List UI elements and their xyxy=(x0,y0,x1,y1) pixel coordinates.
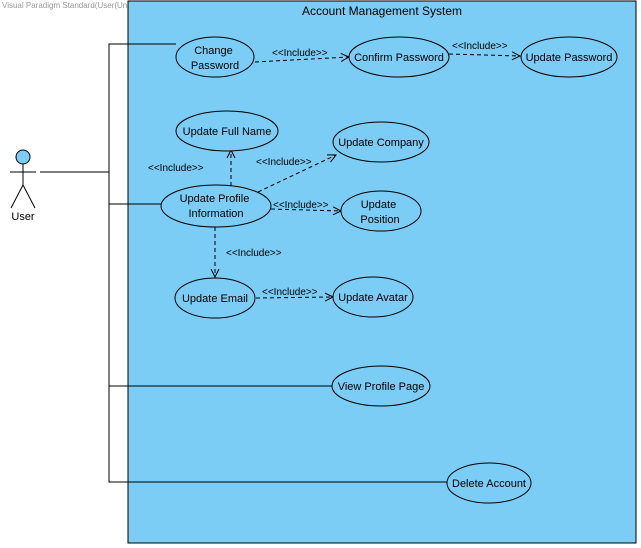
use-case-label-line: Information xyxy=(188,208,243,220)
use-case-update-password[interactable]: Update Password xyxy=(520,36,618,78)
use-case-label: Update Full Name xyxy=(183,126,272,138)
include-label: <<Include>> xyxy=(272,48,328,59)
use-case-label-line: Update Profile xyxy=(180,193,250,205)
include-labels: <<Include>> <<Include>> <<Include>> <<In… xyxy=(148,41,508,298)
use-case-shape xyxy=(174,277,256,319)
use-case-shape xyxy=(160,184,272,228)
include-edge-profile-company xyxy=(257,155,336,193)
system-boundary[interactable] xyxy=(127,0,637,544)
use-case-label: Update Avatar xyxy=(338,292,408,304)
include-label: <<Include>> xyxy=(452,41,508,52)
use-case-label: Update Email xyxy=(182,293,248,305)
watermark: Visual Paradigm Standard(User(University… xyxy=(2,1,197,10)
use-case-shape xyxy=(175,36,255,78)
actor-head xyxy=(15,149,31,165)
use-case-confirm-password[interactable]: Confirm Password xyxy=(348,36,450,78)
use-case-update-avatar[interactable]: Update Avatar xyxy=(332,276,414,318)
actor-leg-right xyxy=(22,184,36,209)
association-delete-account xyxy=(108,386,447,483)
use-case-shape xyxy=(348,36,450,78)
use-case-label: Update Password xyxy=(526,52,613,64)
use-case-shape xyxy=(520,36,618,78)
include-edge-profile-position xyxy=(270,209,341,211)
use-case-label: Update Position xyxy=(360,199,399,226)
use-case-label-line: Change xyxy=(194,45,233,57)
include-label: <<Include>> xyxy=(273,200,329,211)
use-case-shape xyxy=(332,121,430,163)
use-case-shape xyxy=(340,190,422,232)
use-case-shape xyxy=(175,110,279,152)
use-case-update-company[interactable]: Update Company xyxy=(332,121,430,163)
include-edge-change-confirm xyxy=(254,57,349,63)
include-edge-email-avatar xyxy=(255,297,333,298)
use-case-label: Confirm Password xyxy=(354,52,444,64)
use-case-label: Update Company xyxy=(338,137,424,149)
use-case-label: Update Profile Information xyxy=(180,193,253,220)
actor-user[interactable]: User xyxy=(10,149,36,223)
use-case-label: Delete Account xyxy=(452,478,526,490)
include-label: <<Include>> xyxy=(148,163,204,174)
use-case-shape xyxy=(331,365,431,407)
use-case-update-full-name[interactable]: Update Full Name xyxy=(175,110,279,152)
use-case-change-password[interactable]: Change Password xyxy=(175,36,255,78)
association-change-password xyxy=(40,43,176,173)
actor-leg-left xyxy=(10,184,24,209)
include-edge-confirm-update-password xyxy=(448,54,520,56)
use-case-shape xyxy=(332,276,414,318)
use-case-label-line: Password xyxy=(191,60,239,72)
use-case-shape xyxy=(446,462,532,504)
include-relationships xyxy=(215,54,520,298)
use-case-delete-account[interactable]: Delete Account xyxy=(446,462,532,504)
use-case-update-email[interactable]: Update Email xyxy=(174,277,256,319)
use-case-update-position[interactable]: Update Position xyxy=(340,190,422,232)
use-case-label-line: Position xyxy=(360,214,399,226)
include-label: <<Include>> xyxy=(262,287,318,298)
system-title: Account Management System xyxy=(302,4,462,18)
use-case-label: View Profile Page xyxy=(338,381,425,393)
associations xyxy=(40,43,447,483)
include-label: <<Include>> xyxy=(226,248,282,259)
actor-label: User xyxy=(11,211,35,223)
use-case-view-profile-page[interactable]: View Profile Page xyxy=(331,365,431,407)
use-case-label-line: Update xyxy=(361,199,396,211)
use-case-update-profile-information[interactable]: Update Profile Information xyxy=(160,184,272,228)
include-label: <<Include>> xyxy=(256,157,312,168)
use-case-label: Change Password xyxy=(191,45,239,72)
